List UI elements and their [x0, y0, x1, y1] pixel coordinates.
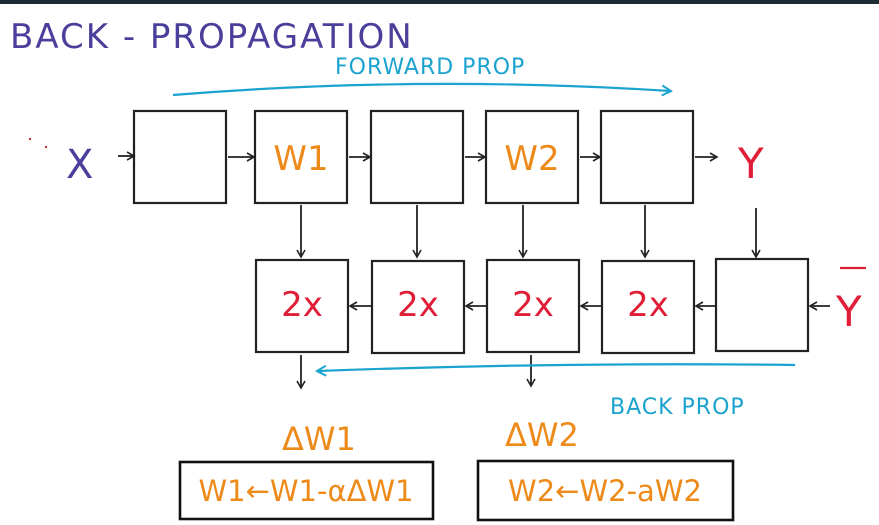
gradient-2x-label: 2x [397, 285, 439, 325]
update-rule-box-2 [476, 459, 735, 522]
weight-w1-label: W1 [273, 139, 328, 179]
back-prop-label: BACK PROP [610, 395, 745, 420]
output-y-label: Y [737, 139, 764, 188]
ink-dot [28, 137, 32, 141]
backward-box-4 [600, 259, 696, 355]
update-rule-box-1 [178, 460, 435, 521]
title: BACK - PROPAGATION [10, 17, 414, 57]
gradient-2x-label: 2x [627, 285, 669, 325]
ink-dot [44, 145, 48, 149]
delta-w2-label: ΔW2 [505, 416, 579, 454]
gradient-2x-label: 2x [512, 285, 554, 325]
backward-box-2 [370, 259, 466, 355]
update-rule-1: W1←W1-αΔW1 [198, 474, 413, 508]
forward-box-3 [369, 109, 465, 205]
delta-w1-label: ΔW1 [282, 420, 356, 458]
update-rule-2: W2←W2-aW2 [508, 474, 702, 508]
weight-w2-label: W2 [504, 139, 559, 179]
target-y-label: Y [835, 287, 862, 336]
forward-prop-arrow [172, 82, 674, 97]
gradient-2x-label: 2x [281, 285, 323, 325]
input-x-label: X [66, 142, 93, 188]
top-strip [0, 0, 879, 4]
forward-box-5 [599, 109, 695, 205]
back-prop-arrow [314, 363, 796, 377]
backward-box-3 [485, 258, 581, 354]
forward-box-1 [132, 109, 228, 205]
backward-box-5 [714, 257, 810, 353]
forward-prop-label: FORWARD PROP [335, 55, 525, 80]
backward-box-1 [254, 258, 350, 354]
